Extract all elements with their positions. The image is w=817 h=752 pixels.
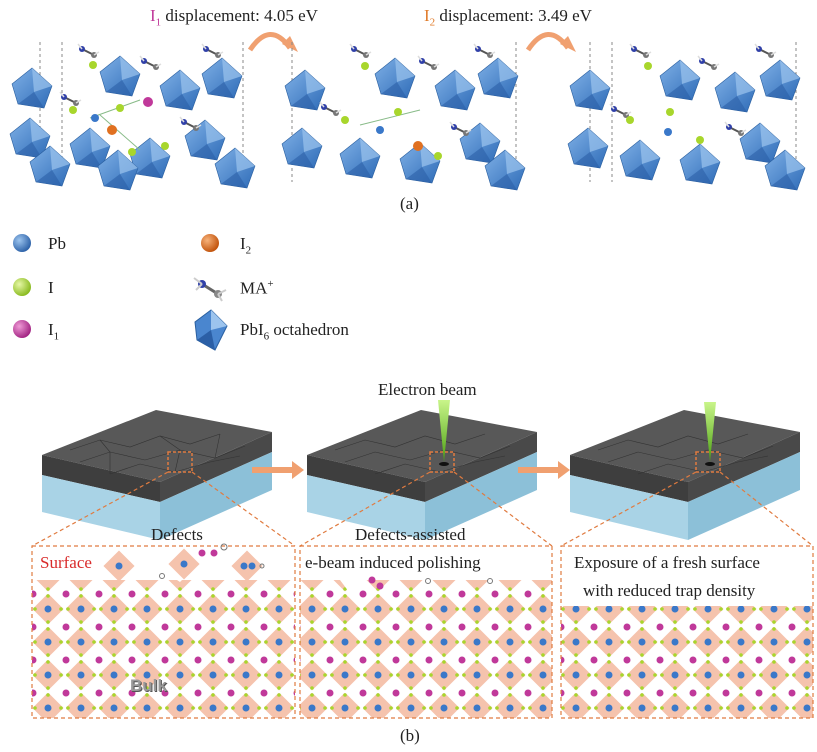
legend-ma-icon (193, 277, 227, 302)
panel-b-caption: (b) (400, 726, 420, 745)
legend-i-icon (13, 278, 31, 296)
i2-displacement-label: I2 displacement: 3.49 eV (424, 6, 592, 28)
legend-i2-icon (201, 234, 219, 252)
step2-line2: e-beam induced polishing (305, 553, 481, 572)
electron-beam-2 (438, 400, 450, 462)
legend-i2-sub: 2 (245, 244, 252, 257)
i1-subscript: 1 (155, 16, 162, 29)
step3-line2: with reduced trap density (583, 581, 756, 600)
lattice-box-2 (299, 545, 553, 719)
legend-i2-sym: I (240, 234, 246, 253)
panel-a-caption: (a) (400, 194, 419, 213)
legend-octahedron-label: PbI6 octahedron (240, 320, 349, 342)
process-arrow-1 (252, 461, 304, 479)
slab-3 (570, 402, 800, 540)
process-arrow-2 (518, 461, 570, 479)
i2-displacement-text: displacement: 3.49 eV (435, 6, 592, 25)
zoom-lines (31, 471, 814, 547)
legend-i1-icon (13, 320, 31, 338)
legend-oct-pre: PbI (240, 320, 264, 339)
i1-symbol: I (150, 6, 156, 25)
legend-oct-sub: 6 (263, 330, 270, 343)
legend-ma-sup: + (267, 278, 274, 290)
defects-label: Defects (151, 525, 203, 544)
legend-i1-sub: 1 (53, 330, 60, 343)
legend-pb-icon (13, 234, 31, 252)
lattice-box-3 (560, 545, 814, 719)
i1-displacement-label: I1 displacement: 4.05 eV (150, 6, 318, 28)
structure-1 (9, 42, 256, 191)
legend-ma-text: MA (240, 278, 268, 298)
legend-octahedron-icon (194, 309, 228, 351)
legend-i1-label: I1 (48, 320, 59, 342)
slab-2 (307, 400, 537, 540)
step2-line1: Defects-assisted (355, 525, 466, 544)
legend-i-label: I (48, 278, 54, 297)
i1-displacement-text: displacement: 4.05 eV (161, 6, 318, 25)
curved-arrow-1-head (282, 36, 298, 52)
surface-label: Surface (40, 553, 92, 572)
structure-3 (567, 42, 806, 191)
i2-symbol: I (424, 6, 430, 25)
legend-i2-label: I2 (240, 234, 251, 256)
legend-ma-label: MA+ (240, 278, 274, 299)
legend-pb-label: Pb (48, 234, 66, 253)
legend-oct-post: octahedron (269, 320, 349, 339)
electron-beam-label: Electron beam (378, 380, 477, 399)
step3-line1: Exposure of a fresh surface (574, 553, 760, 572)
bulk-label: Bulk (130, 676, 167, 695)
curved-arrow-2-head (560, 36, 576, 52)
electron-beam-3 (704, 402, 716, 462)
structure-2 (281, 42, 526, 191)
slab-1 (42, 410, 272, 540)
legend-i1-sym: I (48, 320, 54, 339)
i2-subscript: 2 (429, 16, 436, 29)
panel-a-structures (9, 32, 806, 191)
lattice-box-1 (31, 543, 296, 719)
